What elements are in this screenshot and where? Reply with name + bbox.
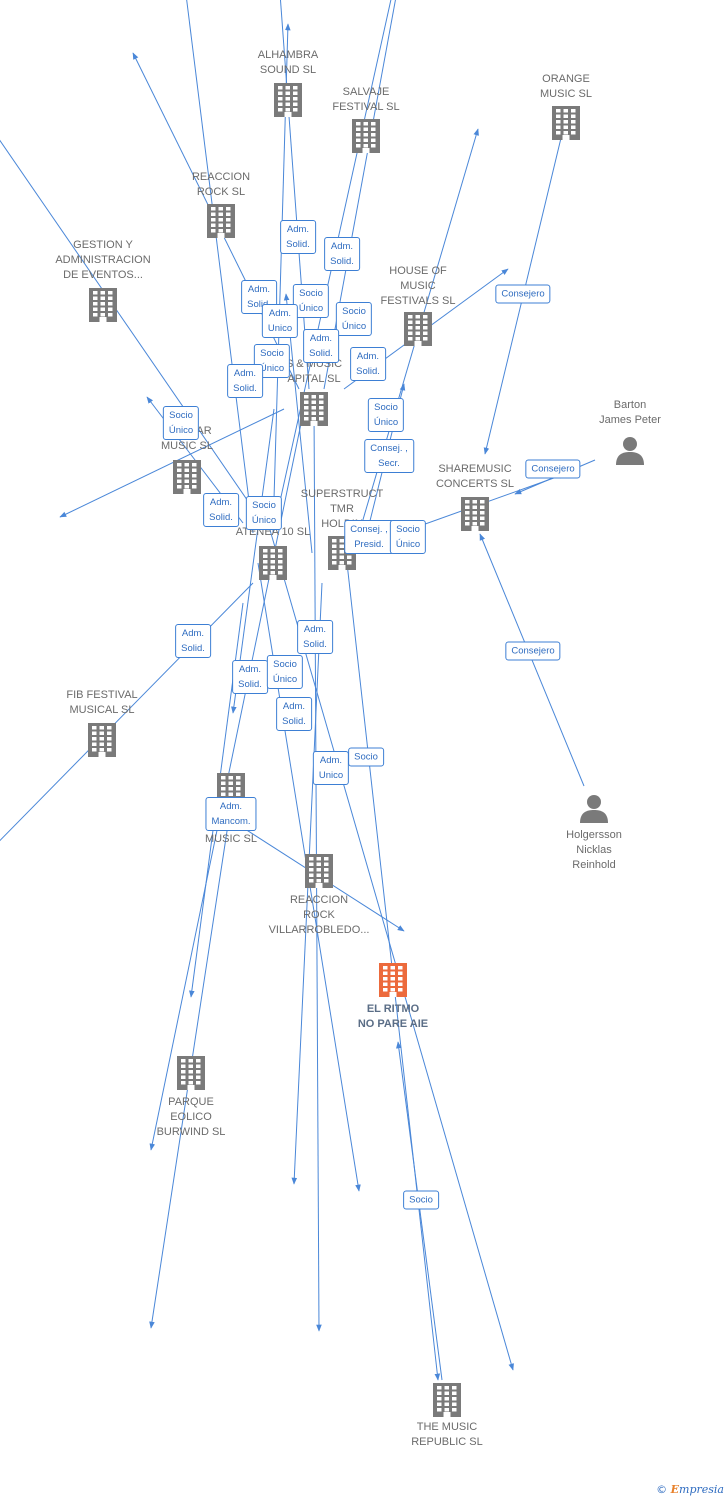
edge-label[interactable]: Consejero <box>525 459 581 479</box>
edge-label[interactable]: Adm.Unico <box>261 304 299 338</box>
edge-atenea-ritmo <box>267 522 514 1371</box>
edge-label[interactable]: Adm.Solid. <box>232 660 268 694</box>
edge-label[interactable]: Adm.Solid. <box>203 493 239 527</box>
building-icon-orange[interactable] <box>552 106 580 145</box>
building-icon-fib[interactable] <box>88 723 116 762</box>
edge-label[interactable]: Adm.Solid. <box>324 237 360 271</box>
edge-label[interactable]: Adm.Solid. <box>280 220 316 254</box>
edge-label[interactable]: Adm.Mancom. <box>205 797 257 831</box>
edge-label[interactable]: Adm.Solid. <box>297 620 333 654</box>
edge-label[interactable]: Adm.Solid. <box>350 347 386 381</box>
edge-label[interactable]: Consejero <box>505 641 561 661</box>
edge-label[interactable]: Consej. ,Presid. <box>344 520 394 554</box>
person-icon-barton[interactable] <box>615 435 645 470</box>
building-icon-villarrobledo[interactable] <box>305 854 333 893</box>
edge-tmr-ritmo <box>396 1041 443 1381</box>
empresia-watermark: © Empresia <box>656 1483 724 1496</box>
building-icon-interstelar[interactable] <box>173 460 201 499</box>
edge-label[interactable]: Adm.Solid. <box>175 624 211 658</box>
building-icon-reaccion_rock[interactable] <box>207 204 235 243</box>
building-icon-house[interactable] <box>404 312 432 351</box>
edge-label[interactable]: Consejero <box>495 284 551 304</box>
person-icon-holgersson[interactable] <box>579 793 609 828</box>
edge-label[interactable]: Consej. ,Secr. <box>364 439 414 473</box>
building-icon-tmr[interactable] <box>433 1383 461 1422</box>
edge-label[interactable]: Adm.Solid. <box>276 697 312 731</box>
building-icon-capital[interactable] <box>300 392 328 431</box>
building-icon-salvaje[interactable] <box>352 119 380 158</box>
edge-label[interactable]: Adm.Solid. <box>303 329 339 363</box>
edge-label[interactable]: Socio <box>348 747 384 767</box>
edge-label[interactable]: Adm.Unico <box>312 751 350 785</box>
edge-capital-interstelar <box>59 408 285 518</box>
building-icon-ritmo[interactable] <box>379 963 407 1002</box>
building-icon-sharemusic[interactable] <box>461 497 489 536</box>
building-icon-gestion[interactable] <box>89 288 117 327</box>
building-icon-alhambra[interactable] <box>274 83 302 122</box>
building-icon-parque[interactable] <box>177 1056 205 1095</box>
edge-label[interactable]: Adm.Solid. <box>227 364 263 398</box>
node-label-music_sl[interactable]: MUSIC SL <box>205 833 257 845</box>
building-icon-atenea[interactable] <box>259 546 287 585</box>
edge-label[interactable]: Socio <box>403 1190 439 1210</box>
